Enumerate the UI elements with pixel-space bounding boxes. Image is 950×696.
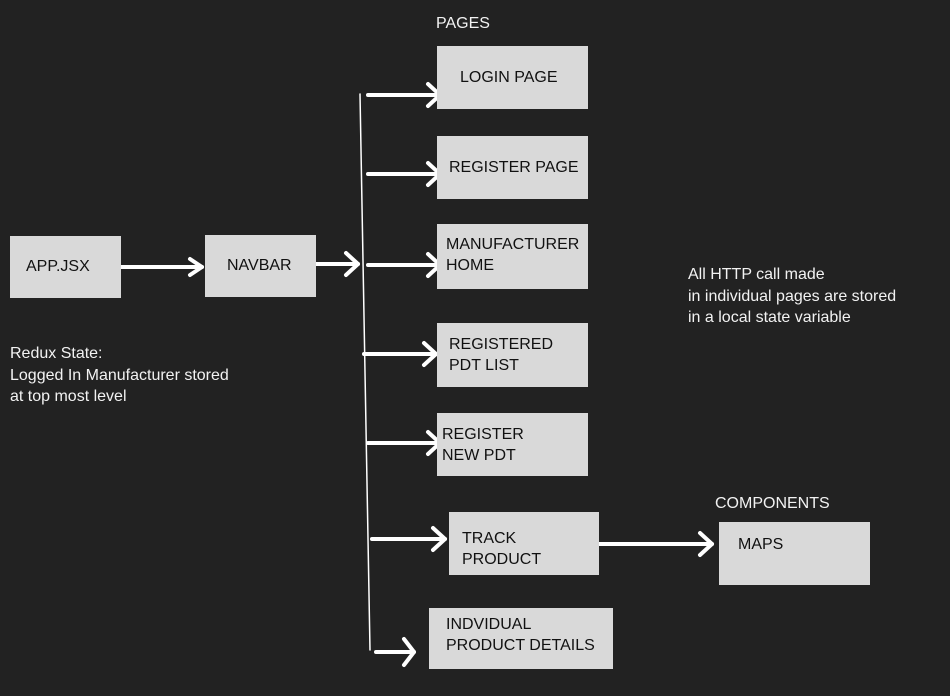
arrow-to-register-new-pdt	[366, 430, 442, 456]
track-product-label: TRACK PRODUCT	[462, 530, 542, 568]
arrow-to-track-product	[370, 526, 447, 552]
app-jsx-label: APP.JSX	[26, 258, 90, 275]
components-heading: COMPONENTS	[715, 495, 830, 512]
register-new-pdt-label: REGISTER NEW PDT	[442, 426, 524, 464]
http-calls-note: All HTTP call made in individual pages a…	[688, 266, 897, 326]
manufacturer-home-node: MANUFACTURER HOME	[437, 224, 588, 289]
track-product-node: TRACK PRODUCT	[449, 512, 599, 575]
login-page-node: LOGIN PAGE	[437, 46, 588, 109]
registered-pdt-list-node: REGISTERED PDT LIST	[437, 323, 588, 387]
arrow-track-to-maps	[597, 531, 714, 557]
register-new-pdt-node: REGISTER NEW PDT	[437, 413, 588, 476]
app-jsx-node: APP.JSX	[10, 236, 121, 298]
individual-product-details-node: INDVIDUAL PRODUCT DETAILS	[429, 608, 613, 669]
navbar-label: NAVBAR	[227, 257, 292, 274]
navbar-node: NAVBAR	[205, 235, 316, 297]
register-page-node: REGISTER PAGE	[437, 136, 588, 199]
arrow-to-registered-pdt-list	[362, 341, 438, 367]
maps-node: MAPS	[719, 522, 870, 585]
individual-product-details-label: INDVIDUAL PRODUCT DETAILS	[446, 616, 595, 654]
arrow-navbar-to-pages	[314, 251, 360, 277]
pages-trunk-line	[359, 93, 371, 651]
register-page-label: REGISTER PAGE	[449, 159, 579, 176]
registered-pdt-list-label: REGISTERED PDT LIST	[449, 336, 554, 374]
arrow-app-to-navbar	[119, 257, 204, 277]
arrow-to-register	[366, 161, 442, 187]
pages-heading: PAGES	[436, 15, 490, 32]
login-page-label: LOGIN PAGE	[460, 69, 558, 86]
arrow-to-login	[366, 82, 442, 108]
manufacturer-home-label: MANUFACTURER HOME	[446, 236, 580, 274]
arrow-to-individual-product-details	[374, 637, 416, 667]
maps-label: MAPS	[738, 536, 784, 553]
arrow-to-manufacturer-home	[366, 252, 442, 278]
redux-state-note: Redux State: Logged In Manufacturer stor…	[10, 345, 229, 405]
